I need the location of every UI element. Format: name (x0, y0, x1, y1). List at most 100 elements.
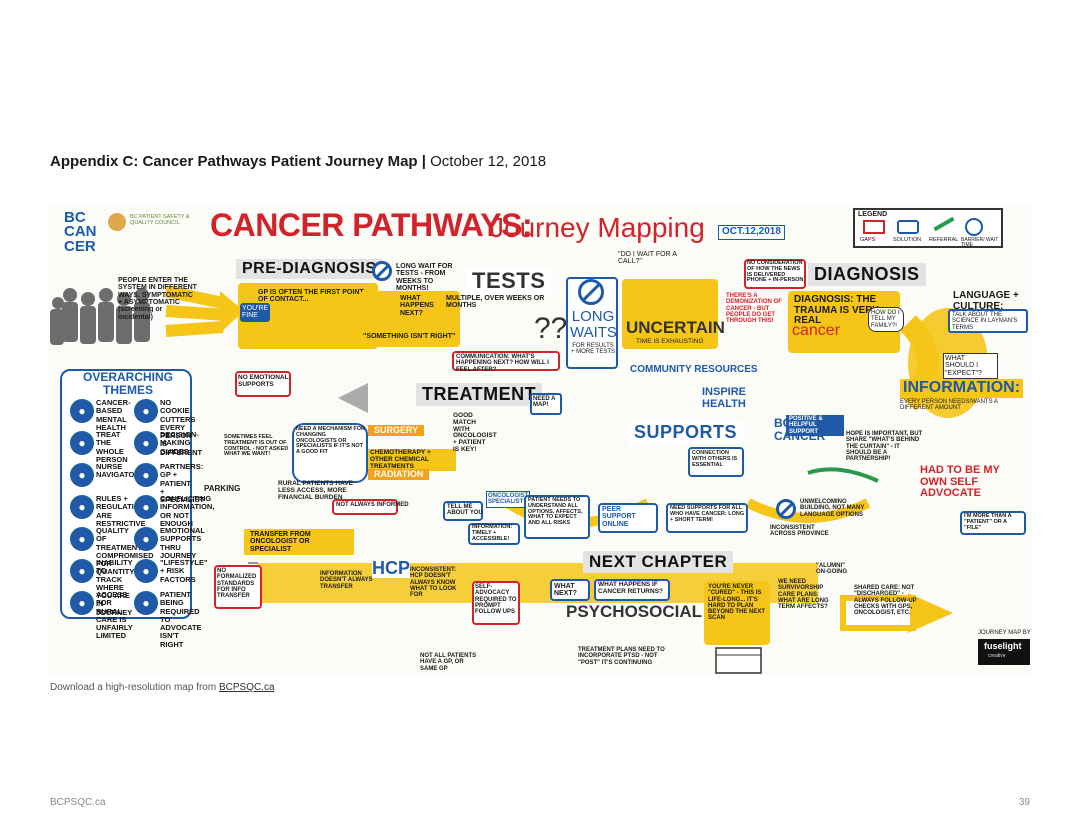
theme-label: PATIENT BEING REQUIRED TO ADVOCATE ISN'T… (160, 590, 202, 649)
tell-me-box (443, 501, 483, 521)
bcpsqc-link[interactable]: BCPSQC.ca (218, 682, 275, 693)
intro-note: PEOPLE ENTER THE SYSTEM IN DIFFERENT WAY… (118, 277, 197, 321)
not-all-gp-note: NOT ALL PATIENTS HAVE A GP, OR SAME GP (420, 653, 477, 672)
tests-note: MULTIPLE, OVER WEEKS OR MONTHS (446, 295, 545, 310)
patient-needs-note: PATIENT NEEDS TO UNDERSTAND ALL OPTIONS,… (528, 497, 583, 527)
treatment-plans-note: TREATMENT PLANS NEED TO INCORPORATE PTSD… (578, 647, 665, 666)
what-happens-note: WHAT HAPPENS NEXT? (400, 295, 434, 317)
long-waits-title: LONG WAITS (570, 308, 617, 341)
partnership-note: HOPE IS IMPORTANT, BUT SHARE "WHAT'S BEH… (846, 431, 923, 463)
theme-icon: ● (134, 591, 158, 615)
theme-label: "LIFESTYLE" + RISK FACTORS (160, 558, 208, 584)
theme-icon: ● (134, 527, 158, 551)
theme-item: ●PATIENT BEING REQUIRED TO ADVOCATE ISN'… (130, 589, 202, 648)
mechanism-box (292, 423, 368, 483)
more-than-patient-box (960, 511, 1026, 535)
section-information: INFORMATION: (900, 379, 1024, 398)
theme-label: INABILITY TO TRACK WHERE YOU ARE IN JOUR… (96, 558, 133, 617)
theme-item: ●CONFLICTING INFORMATION, OR NOT ENOUGH (130, 493, 215, 528)
legend: LEGEND GAPS SOLUTION REFERRAL BARRIER/ W… (853, 208, 1003, 248)
positive-support: POSITIVE & HELPFUL SUPPORT (786, 415, 844, 436)
what-next-box (550, 579, 590, 601)
download-note: Download a high-resolution map from BCPS… (50, 682, 275, 693)
need-map-note: NEED A MAP! (533, 396, 556, 409)
footer-site: BCPSQC.ca (50, 797, 106, 808)
what-should-expect: WHAT SHOULD I "EXPECT"? (943, 353, 998, 380)
theme-item: ●RULES + REGULATIONS ARE RESTRICTIVE (66, 493, 151, 528)
info-timely-box (468, 523, 520, 545)
section-tests: TESTS (466, 267, 552, 295)
information-sub: EVERY PERSON NEEDS/WANTS A DIFFERENT AMO… (900, 399, 998, 412)
youre-fine-bubble: YOU'RE FINE (240, 303, 270, 322)
page-heading: Appendix C: Cancer Pathways Patient Jour… (50, 153, 546, 170)
legend-title: LEGEND (858, 211, 888, 218)
language-culture: LANGUAGE + CULTURE: (953, 290, 1019, 312)
theme-item: ●DECISION-MAKING GUIDES (130, 429, 199, 461)
map-date-badge: OCT.12,2018 (718, 225, 785, 240)
self-advocacy-note: SELF-ADVOCACY REQUIRED TO PROMPT FOLLOW … (475, 584, 517, 616)
theme-icon: ● (134, 559, 158, 583)
theme-icon: ● (134, 495, 158, 519)
what-if-box (594, 579, 670, 601)
theme-icon: ● (70, 399, 94, 423)
patient-needs-box (524, 495, 590, 539)
need-map-box (530, 393, 562, 415)
theme-label: CONFLICTING INFORMATION, OR NOT ENOUGH (160, 494, 215, 528)
out-of-control-note: SOMETIMES FEEL TREATMENT IS OUT OF CONTR… (224, 434, 289, 458)
theme-label: NURSE NAVIGATOR (96, 462, 140, 480)
inspire-health: INSPIRE HEALTH (702, 386, 747, 410)
not-cured-note: YOU'RE NEVER "CURED" - THIS IS LIFE-LONG… (708, 584, 766, 622)
no-emotional-note: NO EMOTIONAL SUPPORTS (238, 374, 289, 388)
heading-date: October 12, 2018 (430, 153, 547, 170)
connection-note: CONNECTION WITH OTHERS IS ESSENTIAL (692, 450, 738, 468)
no-consideration-box (744, 259, 806, 289)
theme-label: QUALITY OF TREATMENT COMPROMISED FOR QUA… (96, 526, 154, 577)
theme-label: PARTNERS: GP + PATIENT + SPECIALIST (160, 462, 205, 504)
shared-care-note: SHARED CARE: NOT "DISCHARGED" - ALWAYS F… (854, 585, 917, 617)
heading-title: Appendix C: Cancer Pathways Patient Jour… (50, 153, 426, 170)
section-treatment: TREATMENT (416, 383, 543, 406)
theme-label: CANCER-BASED MENTAL HEALTH (96, 398, 131, 432)
long-waits-sub: FOR RESULTS + MORE TESTS (570, 343, 616, 356)
theme-item: ●QUALITY OF TREATMENT COMPROMISED FOR QU… (66, 525, 154, 576)
info-timely-note: INFORMATION: TIMELY + ACCESSIBLE! (472, 524, 513, 542)
theme-icon: ● (70, 495, 94, 519)
parking-label: PARKING (204, 484, 241, 493)
not-informed-note: NOT ALWAYS INFORMED (336, 502, 409, 508)
hcp-label: HCP (372, 558, 411, 578)
journey-map: BC CAN CER BC PATIENT SAFETY & QUALITY C… (48, 203, 1032, 675)
laymans-note: TALK ABOUT THE SCIENCE IN LAYMAN'S TERMS (952, 312, 1018, 331)
what-if-note: WHAT HAPPENS IF CANCER RETURNS? (598, 581, 663, 595)
uncertain-title: UNCERTAIN (626, 318, 725, 337)
theme-item: ●TREAT THE WHOLE PERSON (66, 429, 128, 464)
need-supports-box (666, 503, 748, 533)
legend-barrier-icon (965, 218, 983, 236)
tell-me-note: TELL ME ABOUT YOU (447, 504, 483, 517)
gp-note: GP IS OFTEN THE FIRST POINT OF CONTACT..… (258, 289, 364, 304)
theme-label: RULES + REGULATIONS ARE RESTRICTIVE (96, 494, 151, 528)
what-next-note: WHAT NEXT? (554, 583, 577, 598)
legend-solution-swatch (897, 220, 919, 234)
long-wait-note: LONG WAIT FOR TESTS - FROM WEEKS TO MONT… (396, 263, 453, 293)
section-pre-diagnosis: PRE-DIAGNOSIS (236, 259, 383, 279)
connection-box (688, 447, 744, 477)
unwelcoming-barrier-icon (776, 499, 796, 519)
not-cured-box (704, 581, 770, 645)
theme-item: ●CANCER-BASED MENTAL HEALTH (66, 397, 131, 432)
peer-support-box (598, 503, 658, 533)
legend-referral-swatch (933, 216, 955, 232)
need-supports-note: NEED SUPPORTS FOR ALL WHO HAVE CANCER: L… (670, 505, 745, 523)
what-happens-box (360, 291, 460, 347)
legend-label-gaps: GAPS (860, 237, 876, 243)
theme-label: DECISION-MAKING GUIDES (160, 430, 199, 456)
theme-label: TREAT THE WHOLE PERSON (96, 430, 128, 464)
psqc-logo-mark (108, 213, 126, 231)
not-informed-box (332, 499, 398, 515)
theme-item: ●EMOTIONAL SUPPORTS THRU JOURNEY (130, 525, 205, 559)
theme-item: ●NO COOKIE CUTTERS EVERY PERSON IS DIFFE… (130, 397, 202, 456)
peer-support-note: PEER SUPPORT ONLINE (602, 506, 636, 528)
no-standards-box (214, 565, 262, 609)
more-than-patient-note: I'M MORE THAN A "PATIENT" OR A "FILE" (964, 513, 1012, 531)
fuselight-logo (978, 639, 1030, 665)
overarching-themes-panel: OVERARCHING THEMES ●CANCER-BASED MENTAL … (60, 369, 215, 648)
